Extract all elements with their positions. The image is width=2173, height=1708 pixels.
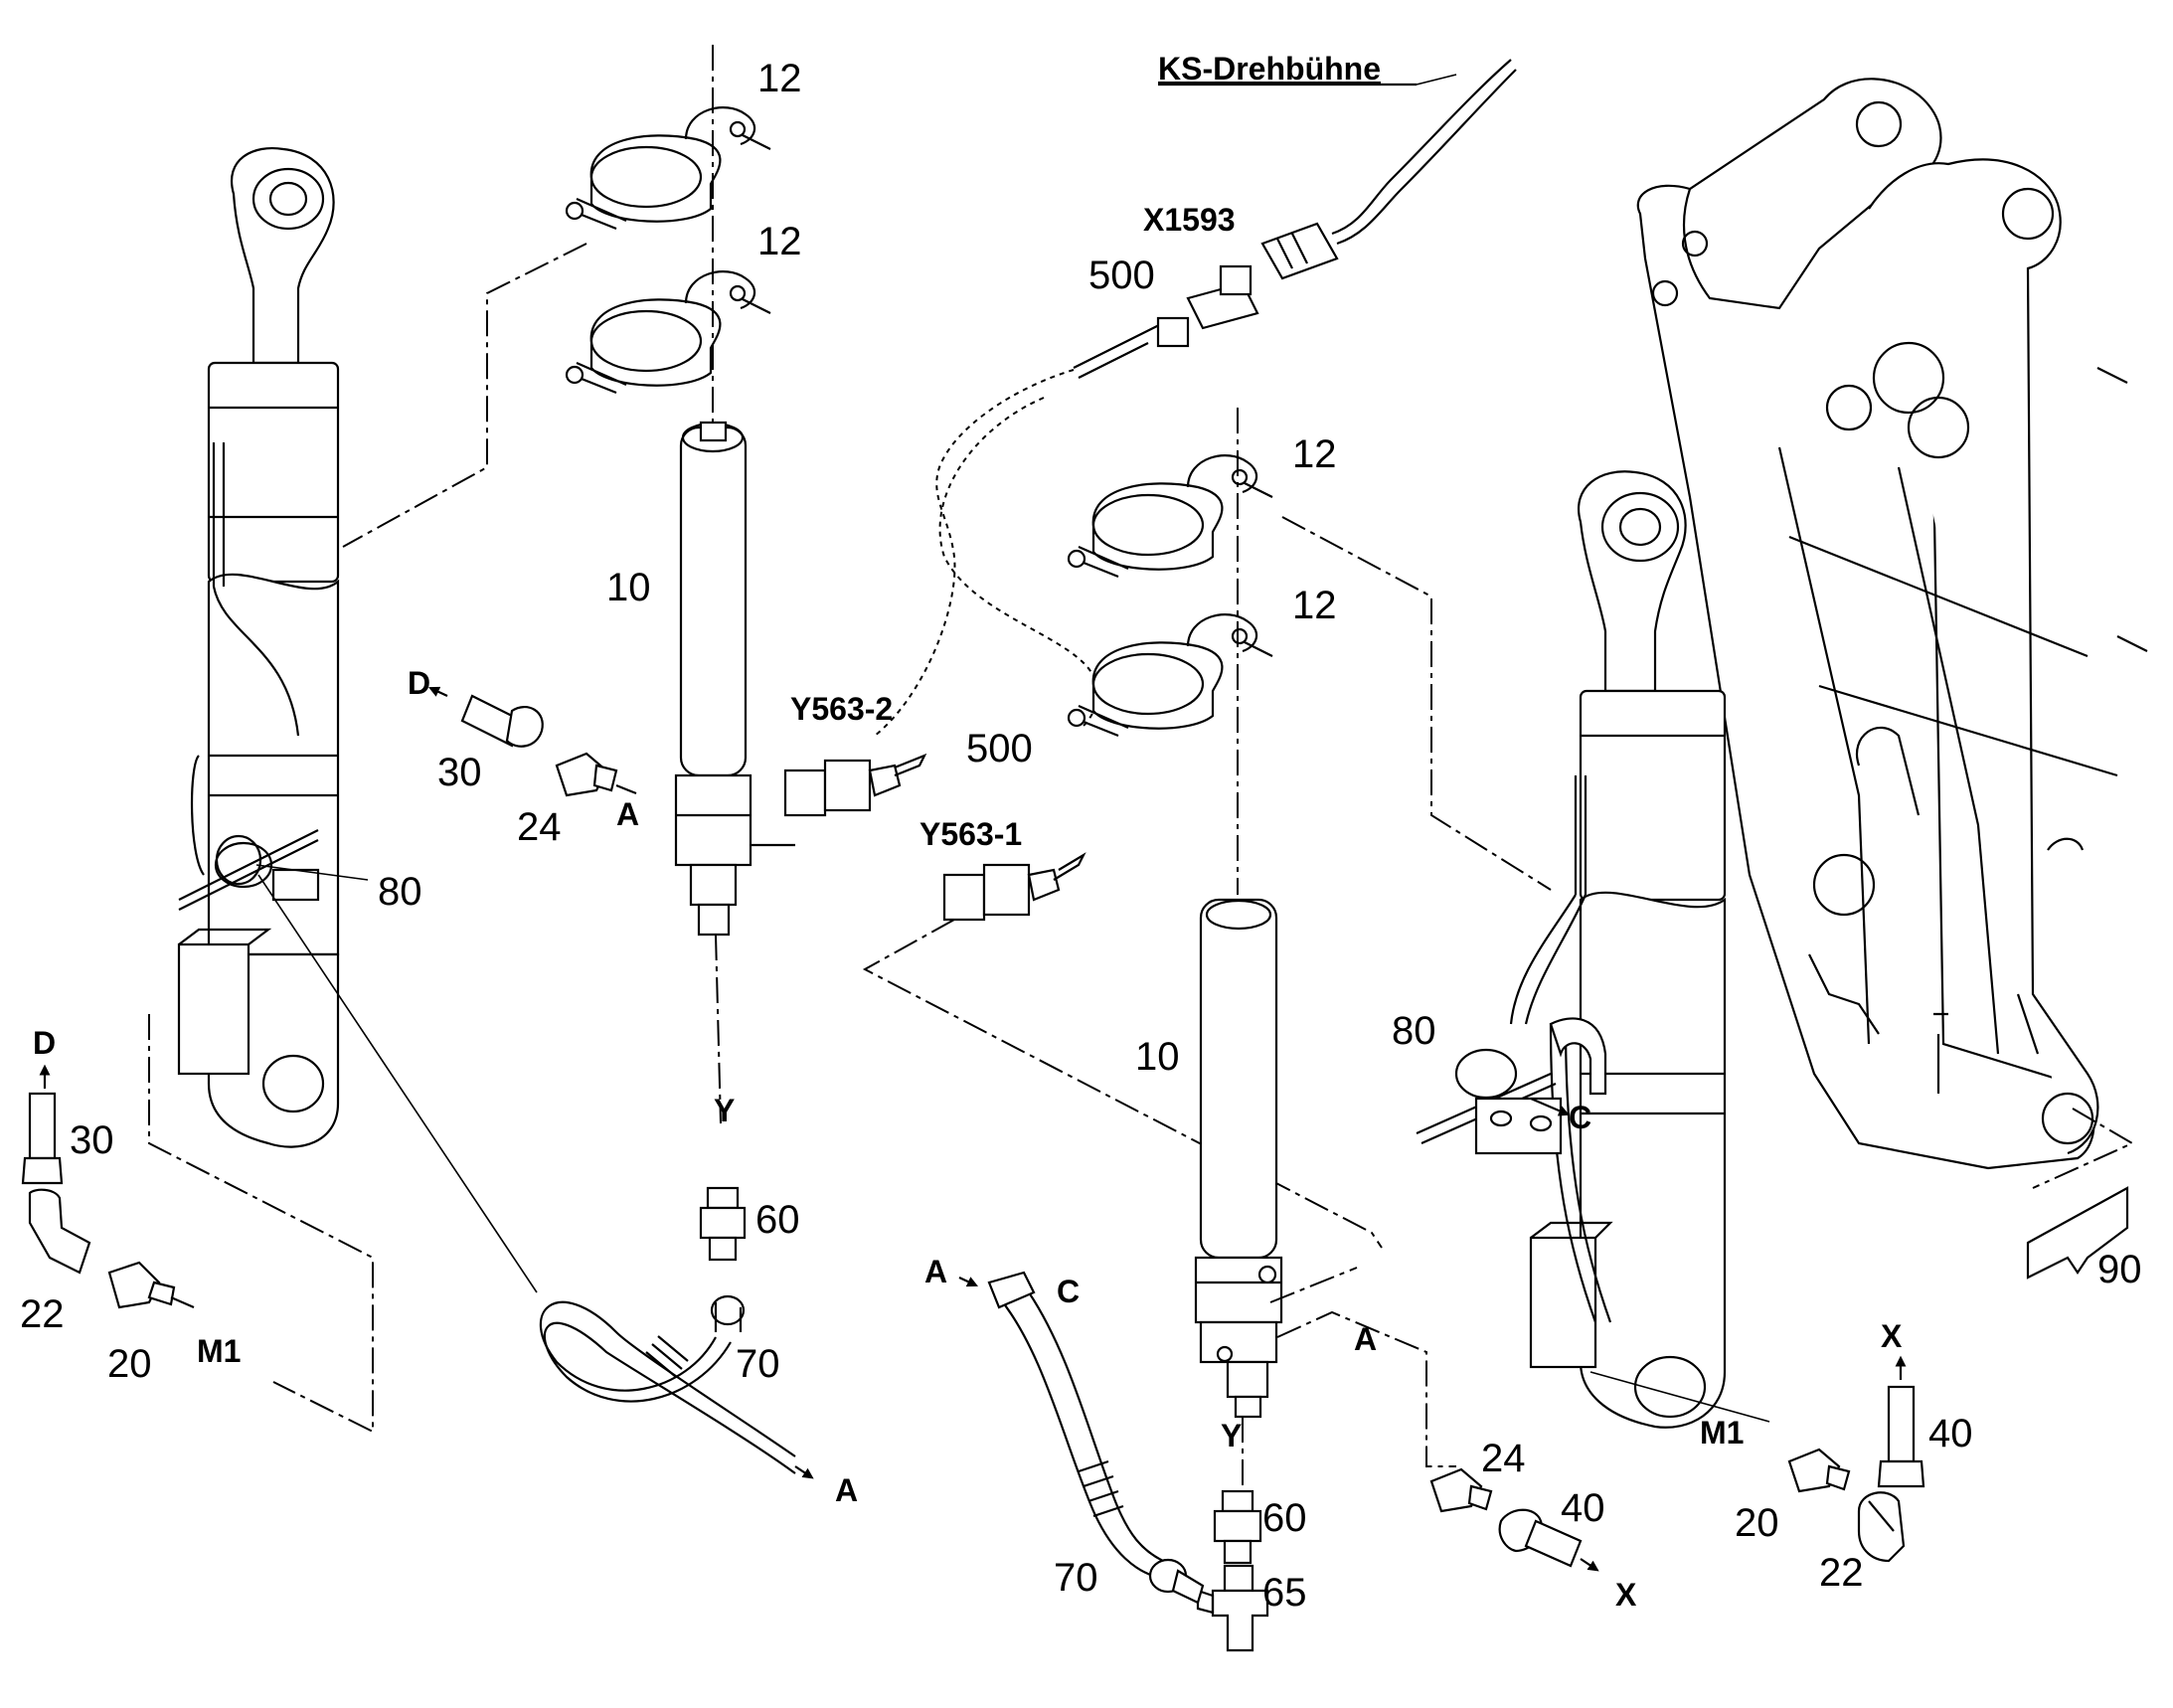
clamp-12-top-left	[565, 106, 771, 231]
leader-y563-1	[862, 919, 1383, 1249]
port-M1-right: M1	[1700, 1415, 1744, 1451]
callout-12-a: 12	[757, 57, 802, 100]
leader-A-right	[1276, 1310, 1456, 1467]
leader-right-clamp	[1281, 516, 1552, 891]
leader-left-clamp	[342, 243, 587, 548]
right-hydraulic-cylinder	[1509, 470, 1727, 1429]
leader-90	[2032, 1108, 2135, 1189]
callout-22-b: 22	[1819, 1551, 1864, 1595]
callout-60-b: 60	[1262, 1496, 1307, 1540]
callout-30-a: 30	[437, 751, 482, 794]
callout-30-b: 30	[70, 1118, 114, 1162]
callout-70-a: 70	[736, 1342, 780, 1386]
leader-20-left	[170, 1295, 195, 1309]
port-Y-right: Y	[1221, 1418, 1242, 1453]
cable-500-top	[874, 264, 1259, 737]
port-M1-left: M1	[197, 1333, 241, 1369]
title-leader	[1416, 74, 1457, 85]
callout-40-b: 40	[1928, 1412, 1973, 1455]
fitting-40-right-vertical	[1877, 1385, 1925, 1488]
port-D-left: D	[408, 665, 430, 701]
connector-x1593-label: X1593	[1143, 202, 1236, 238]
boom-structure	[1636, 78, 2148, 1170]
connector-y563-2-label: Y563-2	[790, 691, 893, 727]
sensor-rod-10-right	[1194, 898, 1283, 1419]
hose-70-left	[539, 1294, 796, 1474]
part-90-symbol	[2026, 1186, 2129, 1280]
callout-65: 65	[1262, 1571, 1307, 1615]
callout-500-a: 500	[1088, 254, 1155, 297]
fitting-60-left	[699, 1186, 747, 1262]
fitting-65	[1196, 1564, 1269, 1652]
leader-hose-left	[257, 874, 538, 1293]
port-X-right: X	[1881, 1318, 1903, 1354]
connector-x1593	[1260, 59, 1517, 280]
connector-y563-2	[783, 753, 927, 817]
fitting-24-left	[555, 752, 618, 797]
connector-y563-1	[942, 852, 1086, 922]
fitting-60-right	[1213, 1489, 1262, 1565]
callout-12-b: 12	[757, 220, 802, 263]
callout-90: 90	[2097, 1248, 2142, 1291]
fitting-24-right	[1429, 1467, 1493, 1513]
callout-12-c: 12	[1292, 432, 1337, 476]
clamp-12-second-left	[565, 270, 771, 395]
clamp-12-top-right	[1067, 454, 1273, 579]
axis-line-left-bottom	[715, 934, 722, 1124]
hose-70-right	[987, 1271, 1205, 1605]
port-C-hose: C	[1057, 1274, 1080, 1309]
left-hydraulic-cylinder	[177, 147, 340, 1148]
callout-10-b: 10	[1135, 1035, 1180, 1079]
fitting-20-right	[1787, 1448, 1851, 1493]
callout-22-a: 22	[20, 1292, 65, 1336]
leader-left-block	[148, 1014, 374, 1434]
callout-80-a: 80	[378, 870, 422, 914]
callout-80-b: 80	[1392, 1009, 1436, 1053]
callout-40-a: 40	[1561, 1486, 1605, 1530]
callout-500-b: 500	[966, 727, 1033, 770]
callout-60-a: 60	[755, 1198, 800, 1242]
callout-12-d: 12	[1292, 584, 1337, 627]
port-A-hose-left: A	[835, 1472, 858, 1508]
arrow-A-hose-right	[958, 1277, 978, 1287]
callout-24-a: 24	[517, 805, 562, 849]
leader-M1-right	[1589, 1371, 1770, 1423]
port-A-sensor-left: A	[616, 796, 639, 832]
sensor-rod-10-left	[674, 421, 795, 937]
clamp-12-second-right	[1067, 613, 1273, 738]
fitting-30-far-left	[21, 1092, 64, 1185]
callout-10-a: 10	[606, 566, 651, 609]
port-Y-left: Y	[714, 1093, 735, 1128]
connector-y563-1-label: Y563-1	[919, 816, 1022, 852]
fitting-30-left	[460, 694, 544, 748]
fitting-22-right	[1857, 1491, 1906, 1563]
callout-70-b: 70	[1054, 1556, 1098, 1600]
title-label: KS-Drehbühne	[1158, 51, 1381, 86]
arrow-C-right	[1530, 1097, 1571, 1116]
callout-20-a: 20	[107, 1342, 152, 1386]
arrow-A-bottom-left	[794, 1465, 814, 1479]
fitting-22-far-left	[28, 1188, 91, 1275]
port-D-far-left: D	[33, 1025, 56, 1061]
leader-80-left	[255, 864, 369, 881]
arrow-X-bottom	[1580, 1558, 1599, 1572]
port-A-sensor-right: A	[1354, 1321, 1377, 1357]
hose-clip-80-right	[1416, 1048, 1563, 1155]
callout-20-b: 20	[1735, 1501, 1779, 1545]
callout-24-b: 24	[1481, 1437, 1526, 1480]
leader-24	[615, 783, 637, 795]
arrow-D-left	[428, 686, 448, 697]
port-X-bottom: X	[1615, 1577, 1637, 1613]
hose-clip-80-left	[214, 841, 273, 889]
leader-rod-right	[1269, 1267, 1358, 1303]
port-A-hose-right: A	[924, 1254, 947, 1289]
port-C-clip: C	[1569, 1100, 1591, 1135]
callout-labels: KS-Drehbühne 12 12 12 12 10 10 500 500 X…	[20, 51, 2142, 1615]
fitting-20-far-left	[107, 1261, 176, 1309]
fitting-40-right	[1498, 1508, 1583, 1568]
